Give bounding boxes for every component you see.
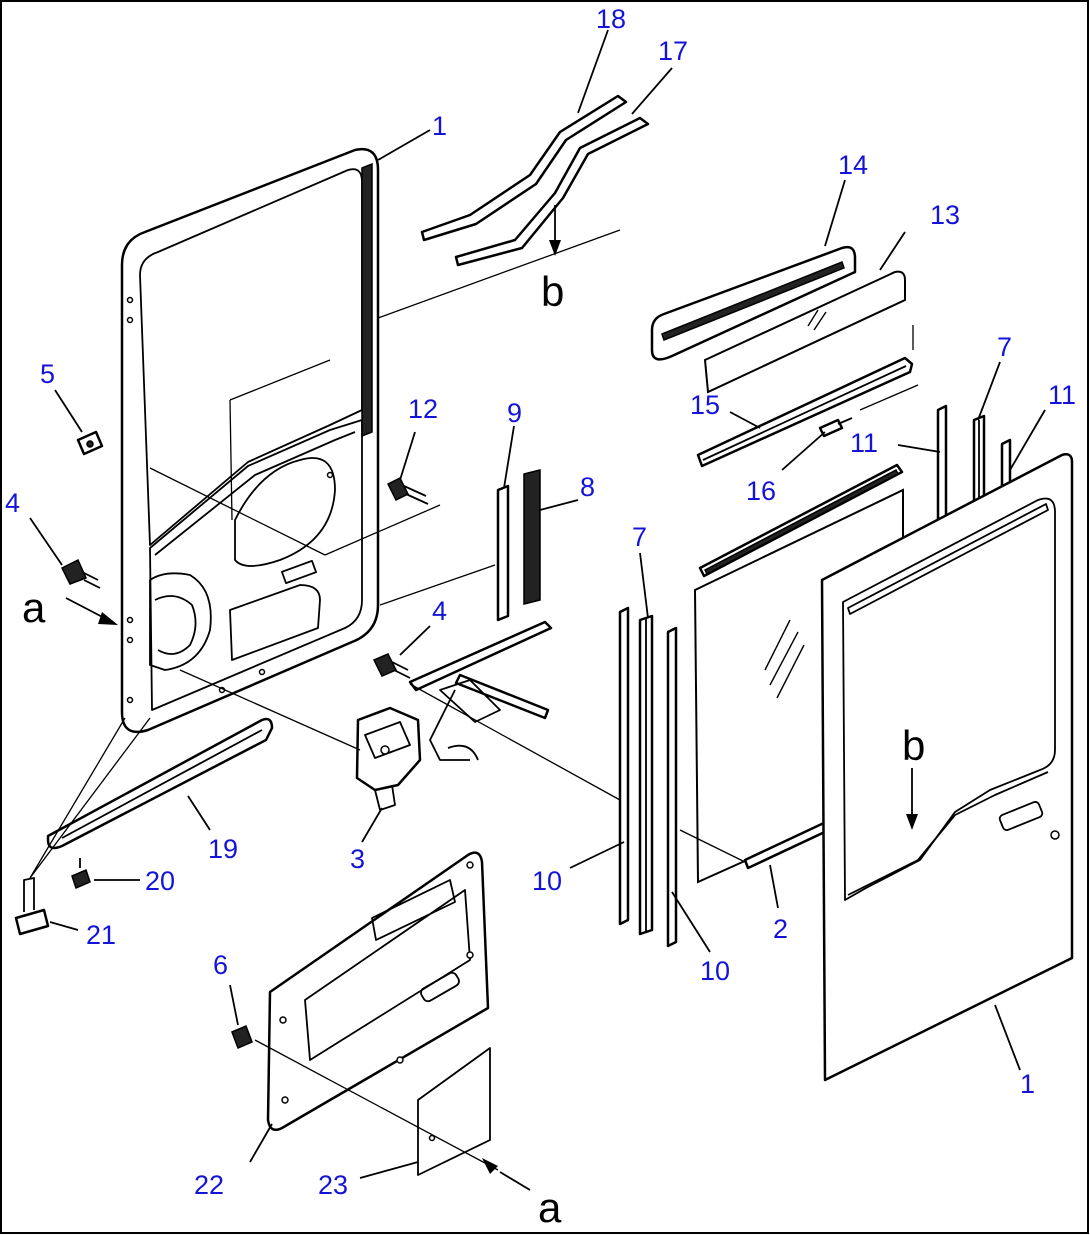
clip-6 <box>231 1025 253 1049</box>
glass-upper-13 <box>703 270 906 394</box>
channel-7-left <box>638 614 654 936</box>
channel-10-bottom <box>666 626 678 948</box>
callout-9: 9 <box>507 398 522 428</box>
view-marker-b-door: b <box>902 722 925 769</box>
callout-11-right: 11 <box>1048 380 1076 410</box>
callout-7-left: 7 <box>632 522 647 552</box>
upper-rail-18 <box>420 94 628 242</box>
callout-16: 16 <box>746 476 776 506</box>
view-marker-b-top: b <box>541 268 564 315</box>
regulator-motor-3 <box>355 706 422 811</box>
callout-18: 18 <box>596 4 626 34</box>
bolt-21 <box>14 877 50 936</box>
callout-4-mid: 4 <box>432 596 447 626</box>
callout-4-left: 4 <box>5 488 20 518</box>
callout-15: 15 <box>690 390 720 420</box>
callout-5: 5 <box>40 359 55 389</box>
callout-17: 17 <box>658 36 688 66</box>
callout-10-left: 10 <box>532 866 562 896</box>
view-marker-a-bottom: a <box>538 1184 562 1231</box>
callout-12: 12 <box>408 394 438 424</box>
callout-19: 19 <box>208 834 238 864</box>
channel-8 <box>523 469 541 605</box>
callout-20: 20 <box>145 866 175 896</box>
door-outer-panel <box>820 453 1074 1082</box>
channel-9 <box>496 484 510 622</box>
upper-rail-17 <box>454 116 650 267</box>
door-inner-frame <box>120 147 380 734</box>
callout-22: 22 <box>194 1170 224 1200</box>
clip-5 <box>76 430 104 456</box>
bracket-19 <box>46 717 274 850</box>
callout-11-left: 11 <box>850 428 878 458</box>
callout-7-right: 7 <box>997 332 1012 362</box>
callout-10-bottom: 10 <box>700 956 730 986</box>
window-seal-14 <box>650 245 857 361</box>
bolt-4-left <box>60 558 101 589</box>
channel-10-left <box>618 606 630 926</box>
callout-14: 14 <box>838 150 868 180</box>
callout-1-top: 1 <box>432 111 447 141</box>
arrow-to-b-door <box>906 768 918 830</box>
screw-20 <box>71 858 91 890</box>
arrow-to-b-top <box>549 205 561 256</box>
arrow-a-left <box>65 597 118 625</box>
view-marker-a-left: a <box>22 584 46 631</box>
bolt-4-mid <box>372 653 411 679</box>
window-regulator <box>408 620 553 761</box>
view-markers: a a b b <box>22 268 925 1231</box>
callout-labels: 1 1 2 3 4 4 5 6 7 7 8 9 10 10 11 11 12 1… <box>5 4 1076 1200</box>
arrow-a-bottom <box>482 1158 531 1191</box>
callout-2: 2 <box>773 914 788 944</box>
callout-8: 8 <box>580 472 595 502</box>
callout-21: 21 <box>86 920 116 950</box>
projection-lines <box>29 229 919 1171</box>
callout-23: 23 <box>318 1170 348 1200</box>
glass-rail-15 <box>696 356 914 468</box>
trim-panel-22 <box>266 851 490 1131</box>
glass-seal-strip <box>698 463 904 578</box>
callout-13: 13 <box>930 200 960 230</box>
sheet-23 <box>417 1047 491 1176</box>
callout-1-bottom: 1 <box>1020 1069 1035 1099</box>
leader-lines <box>29 29 1046 1179</box>
callout-3: 3 <box>350 844 365 874</box>
callout-6: 6 <box>213 950 228 980</box>
bolt-12 <box>386 476 429 505</box>
